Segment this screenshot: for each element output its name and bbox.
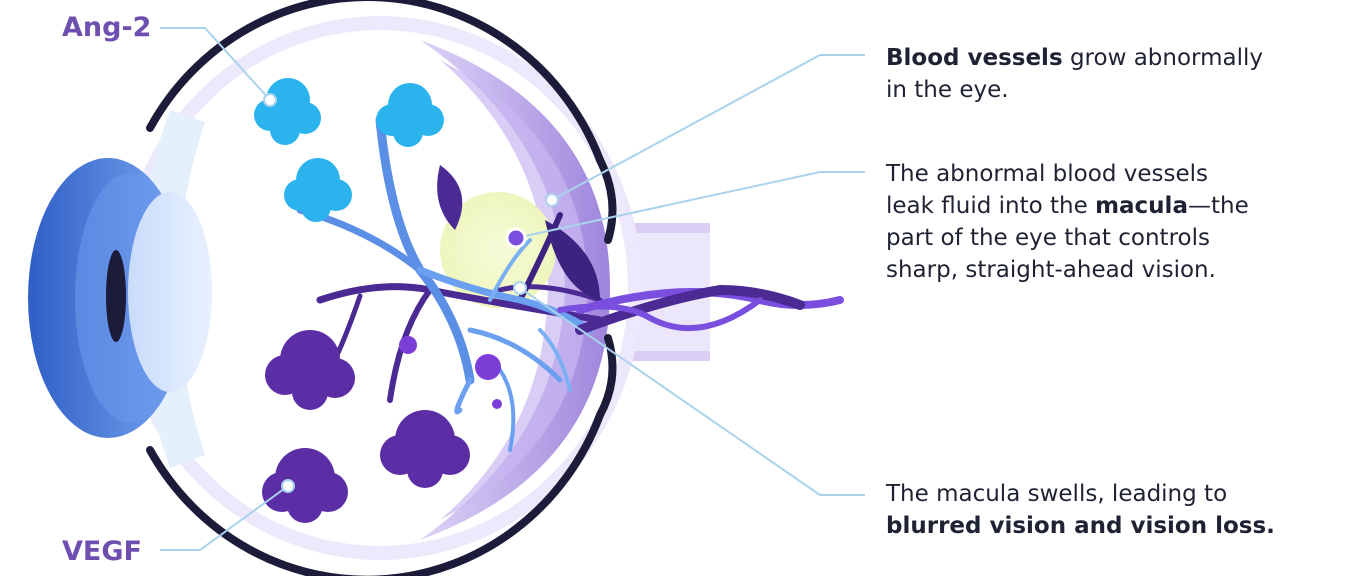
description-leak-pre: leak fluid into the <box>886 193 1095 219</box>
description-leak-line4: sharp, straight-ahead vision. <box>886 254 1249 286</box>
description-vessels-rest: grow abnormally <box>1063 45 1263 71</box>
description-swell-bold: blurred vision and vision loss. <box>886 513 1275 539</box>
description-leak-line3: part of the eye that controls <box>886 222 1249 254</box>
description-leak: The abnormal blood vessels leak fluid in… <box>886 158 1249 286</box>
description-leak-bold: macula <box>1095 193 1188 219</box>
description-vessels: Blood vessels grow abnormally in the eye… <box>886 42 1263 106</box>
ang2-label: Ang-2 <box>62 12 151 43</box>
description-vessels-bold: Blood vessels <box>886 45 1063 71</box>
pupil <box>106 250 126 342</box>
description-leak-line1: The abnormal blood vessels <box>886 158 1249 190</box>
description-swell: The macula swells, leading to blurred vi… <box>886 478 1275 542</box>
vegf-label: VEGF <box>62 536 142 567</box>
lens <box>128 192 212 392</box>
description-swell-line1: The macula swells, leading to <box>886 478 1275 510</box>
description-vessels-line2: in the eye. <box>886 74 1263 106</box>
description-leak-post: —the <box>1188 193 1249 219</box>
